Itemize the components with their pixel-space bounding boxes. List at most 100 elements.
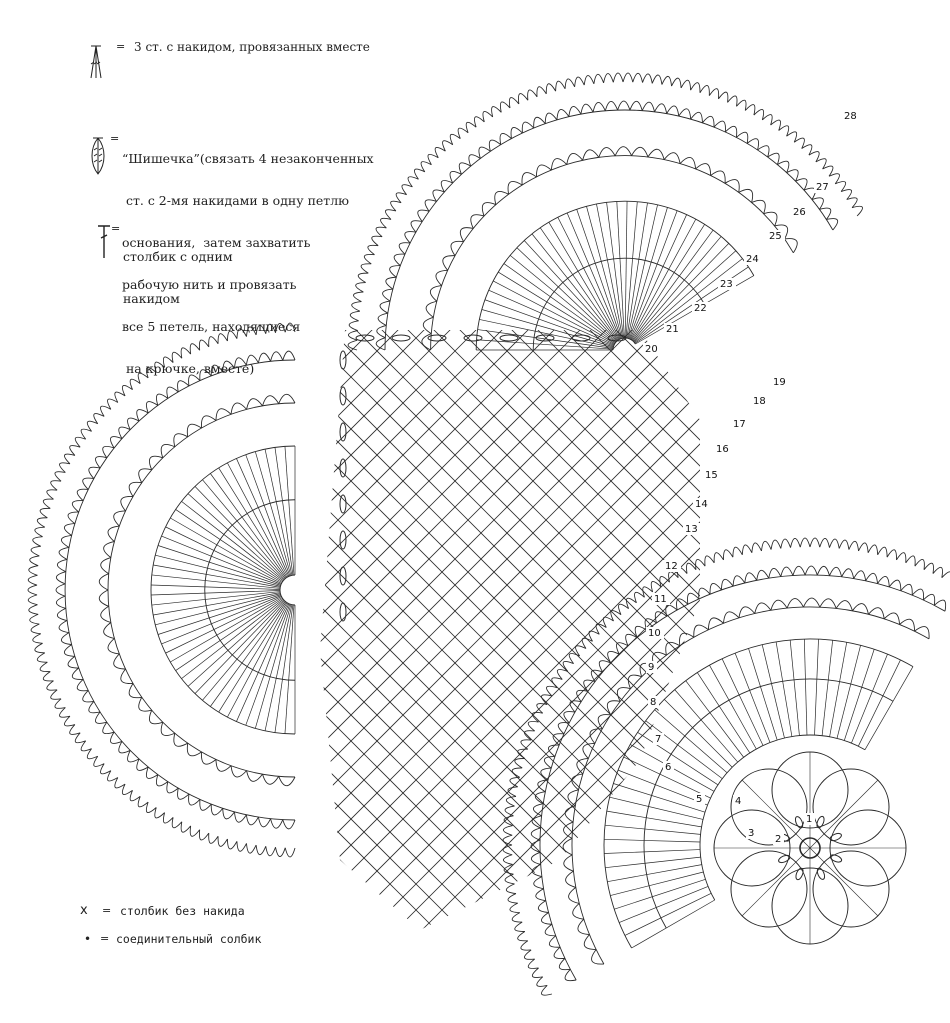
stitch-line (610, 871, 704, 896)
scallop (521, 121, 535, 134)
scallop (28, 565, 39, 576)
scallop (210, 364, 224, 376)
scallop (665, 641, 681, 656)
scallop (780, 538, 791, 549)
scallop (215, 408, 232, 421)
stitch-line (151, 574, 281, 589)
scallop (363, 254, 375, 265)
stitch-line (254, 451, 292, 576)
scallop (494, 191, 509, 205)
stitch-line (609, 796, 704, 820)
scallop (799, 537, 811, 548)
mesh-line (637, 330, 700, 930)
scallop (545, 83, 557, 94)
scallop (29, 555, 40, 567)
scallop (551, 677, 563, 688)
stitch-line (614, 878, 706, 910)
scallop (794, 137, 805, 149)
scallop (226, 330, 238, 342)
scallop (54, 698, 66, 709)
stitch-line (181, 501, 284, 582)
scallop (905, 555, 916, 567)
scallop (121, 783, 133, 795)
scallop (790, 537, 801, 548)
stitch-line (509, 255, 616, 343)
row-number-19: 19 (773, 377, 786, 388)
scallop (129, 378, 141, 390)
scallop (226, 838, 238, 850)
scallop (284, 847, 296, 858)
scallop (654, 103, 668, 114)
scallop (160, 444, 175, 458)
scallop (93, 413, 105, 424)
row-number-9: 9 (648, 662, 654, 673)
scallop (410, 220, 423, 233)
scallop (118, 741, 131, 754)
mesh-line (403, 330, 700, 930)
scallop (566, 153, 584, 165)
scallop (602, 616, 614, 628)
scallop (899, 618, 915, 632)
scallop (690, 82, 701, 93)
row-number-26: 26 (793, 207, 806, 218)
mesh-line (320, 330, 325, 930)
row-number-bg (648, 696, 659, 708)
scallop (514, 921, 525, 932)
scallop (803, 597, 821, 608)
scallop (138, 468, 152, 483)
row-number-bg (744, 253, 762, 265)
scallop (597, 714, 611, 730)
row-number-10: 10 (648, 628, 661, 639)
mesh-line (320, 330, 533, 930)
scallop (695, 559, 706, 570)
scallop (524, 949, 535, 960)
bobble-mark (829, 832, 842, 842)
scallop (829, 566, 843, 577)
scallop (548, 744, 560, 757)
scallop (86, 420, 98, 432)
scallop (427, 153, 439, 165)
scallop (385, 209, 397, 220)
scallop (64, 523, 75, 536)
fan-ring (384, 109, 834, 351)
scallop (282, 350, 296, 361)
stitch-line (151, 590, 281, 596)
scallop (556, 669, 568, 680)
scallop (457, 127, 469, 139)
scallop (583, 679, 596, 692)
row-number-13: 13 (685, 524, 698, 535)
scallop (173, 433, 188, 447)
scallop (659, 576, 670, 588)
stitch-line (264, 604, 293, 731)
scallop (404, 231, 417, 244)
scallop (491, 106, 502, 118)
equals-sign: = (111, 222, 121, 235)
scallop (846, 197, 858, 208)
scallop (724, 125, 738, 138)
scallop (114, 777, 126, 789)
stitch-line (210, 601, 287, 707)
scallop (768, 567, 782, 579)
mesh-line (533, 330, 700, 930)
scallop (69, 445, 81, 456)
scallop (736, 131, 749, 144)
row-number-bg (767, 230, 785, 242)
scallop (155, 393, 169, 406)
scallop (155, 774, 169, 787)
stitch-line (503, 263, 616, 344)
stitch-line (634, 258, 743, 343)
scallop (678, 108, 692, 120)
scallop (222, 808, 235, 820)
mesh-line (0, 300, 220, 1000)
scallop (199, 369, 212, 381)
row-number-bg (746, 827, 757, 839)
scallop (351, 301, 362, 312)
row-number-20: 20 (645, 344, 658, 355)
scallop (56, 607, 68, 621)
mesh-line (611, 330, 700, 930)
mesh-line (820, 300, 950, 1000)
legend-text-line: основания, затем захватить (122, 235, 311, 250)
scallop (95, 456, 107, 469)
scallop (808, 151, 820, 163)
scallop (180, 347, 192, 359)
